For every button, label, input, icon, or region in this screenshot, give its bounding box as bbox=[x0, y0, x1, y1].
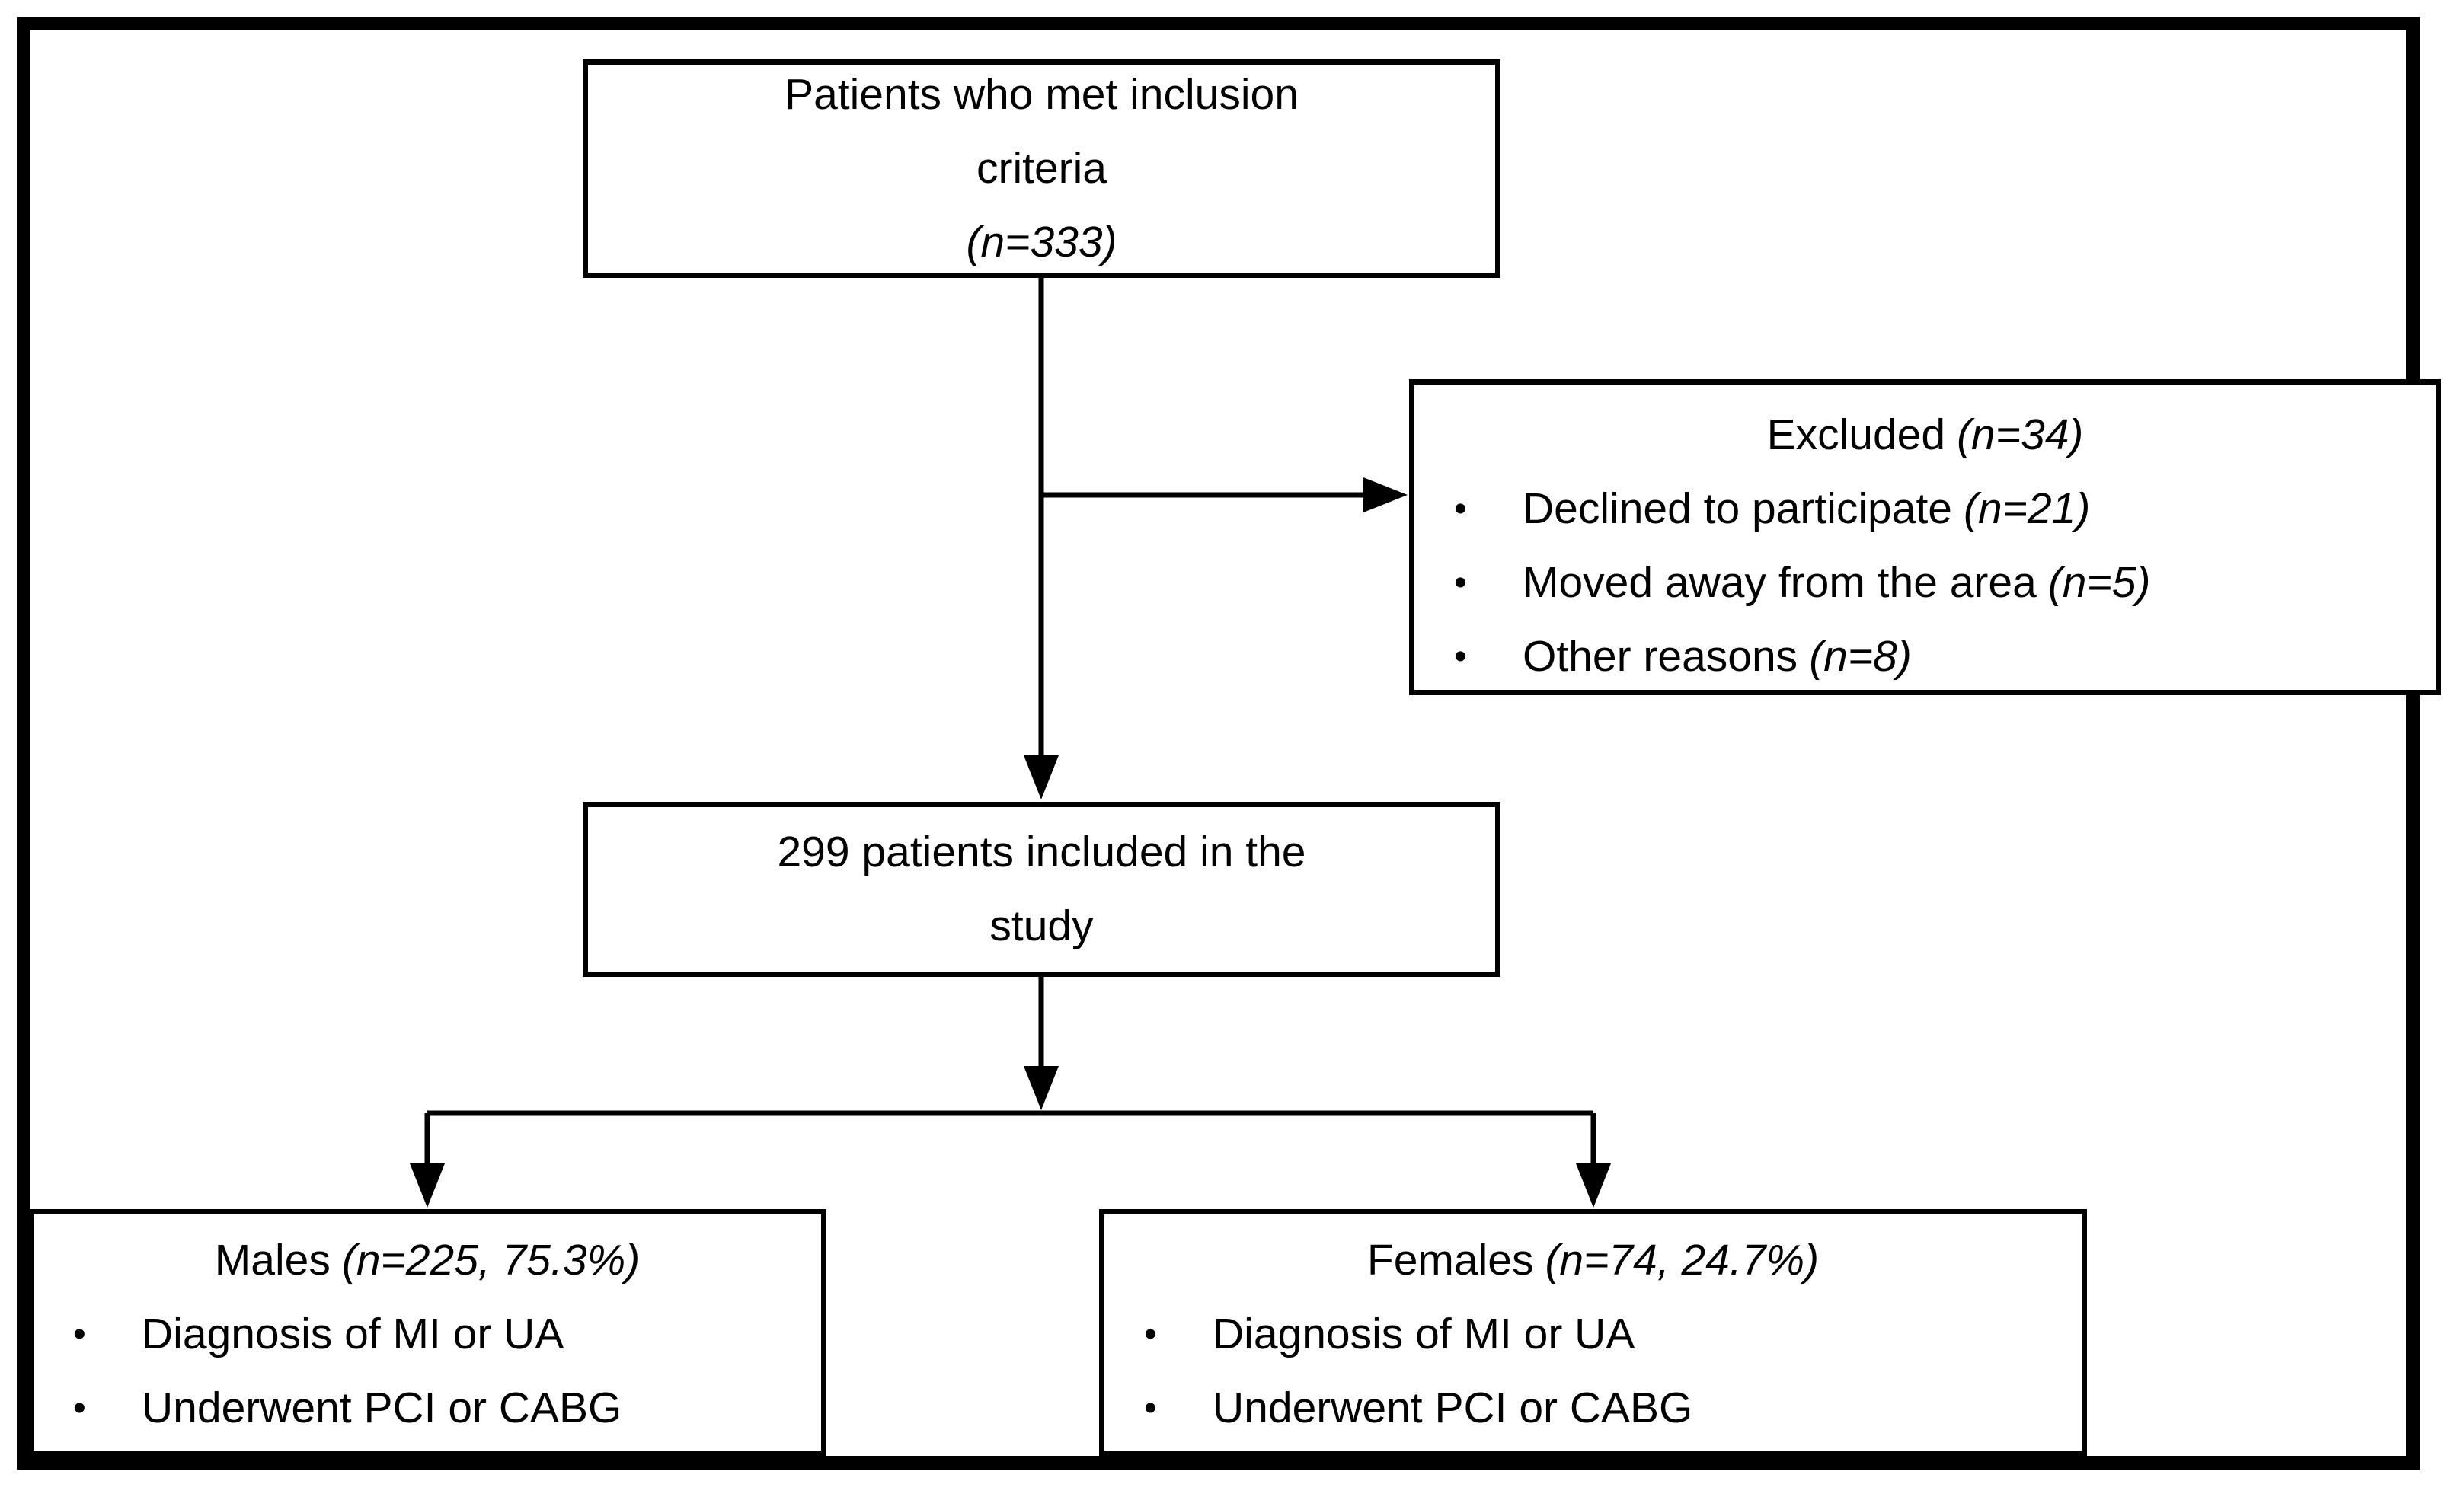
list-item: • Diagnosis of MI or UA bbox=[1104, 1297, 2082, 1371]
bullet-icon: • bbox=[1454, 563, 1467, 603]
excluded-reason-n: (n=21) bbox=[1964, 484, 2091, 533]
males-bullet-list: • Diagnosis of MI or UA • Underwent PCI … bbox=[34, 1297, 821, 1445]
excluded-title-label: Excluded bbox=[1766, 410, 1946, 459]
arrowhead-down-females bbox=[1576, 1163, 1611, 1208]
males-criterion-text: Underwent PCI or CABG bbox=[142, 1384, 622, 1432]
bullet-icon: • bbox=[73, 1314, 86, 1355]
included-patients-box: 299 patients included in the study bbox=[583, 802, 1500, 977]
arrowhead-down-split bbox=[1024, 1066, 1059, 1110]
bullet-icon: • bbox=[73, 1388, 86, 1428]
excluded-reason-n: (n=5) bbox=[2047, 558, 2151, 607]
inclusion-criteria-box: Patients who met inclusion criteria (n=3… bbox=[583, 59, 1500, 278]
list-item: • Diagnosis of MI or UA bbox=[34, 1297, 821, 1371]
females-title: Females(n=74, 24.7%) bbox=[1104, 1224, 2082, 1297]
excluded-reason-text: Moved away from the area bbox=[1523, 558, 2037, 607]
excluded-bullet-list: • Declined to participate(n=21) • Moved … bbox=[1414, 472, 2436, 694]
inclusion-line1: Patients who met inclusion bbox=[785, 70, 1299, 119]
males-criterion-text: Diagnosis of MI or UA bbox=[142, 1310, 564, 1358]
list-item: • Declined to participate(n=21) bbox=[1414, 472, 2436, 546]
bullet-icon: • bbox=[1144, 1388, 1157, 1428]
males-box: Males(n=225, 75.3%) • Diagnosis of MI or… bbox=[28, 1209, 826, 1456]
females-title-n: (n=74, 24.7%) bbox=[1545, 1236, 1820, 1285]
males-title-label: Males bbox=[214, 1236, 331, 1285]
excluded-reason-text: Other reasons bbox=[1523, 632, 1798, 681]
arrowhead-down-males bbox=[410, 1163, 445, 1208]
females-title-label: Females bbox=[1366, 1236, 1534, 1285]
arrowhead-right-excluded bbox=[1363, 477, 1408, 512]
excluded-title: Excluded(n=34) bbox=[1414, 398, 2436, 472]
excluded-reason-n: (n=8) bbox=[1809, 632, 1912, 681]
females-criterion-text: Underwent PCI or CABG bbox=[1213, 1384, 1693, 1432]
females-bullet-list: • Diagnosis of MI or UA • Underwent PCI … bbox=[1104, 1297, 2082, 1445]
list-item: • Underwent PCI or CABG bbox=[34, 1371, 821, 1445]
females-box: Females(n=74, 24.7%) • Diagnosis of MI o… bbox=[1099, 1209, 2087, 1456]
bullet-icon: • bbox=[1454, 637, 1467, 677]
list-item: • Moved away from the area(n=5) bbox=[1414, 546, 2436, 620]
inclusion-line2: criteria bbox=[976, 144, 1107, 193]
excluded-box: Excluded(n=34) • Declined to participate… bbox=[1409, 379, 2441, 695]
inclusion-n-count: (n=333) bbox=[966, 218, 1117, 266]
list-item: • Other reasons(n=8) bbox=[1414, 620, 2436, 694]
males-title: Males(n=225, 75.3%) bbox=[34, 1224, 821, 1297]
list-item: • Underwent PCI or CABG bbox=[1104, 1371, 2082, 1445]
bullet-icon: • bbox=[1144, 1314, 1157, 1355]
included-line1: 299 patients included in the bbox=[777, 828, 1306, 876]
included-line2: study bbox=[989, 902, 1094, 950]
bullet-icon: • bbox=[1454, 489, 1467, 529]
females-criterion-text: Diagnosis of MI or UA bbox=[1213, 1310, 1635, 1358]
excluded-title-n: (n=34) bbox=[1957, 410, 2084, 459]
males-title-n: (n=225, 75.3%) bbox=[341, 1236, 641, 1285]
excluded-reason-text: Declined to participate bbox=[1523, 484, 1952, 533]
arrowhead-down-included bbox=[1024, 755, 1059, 799]
